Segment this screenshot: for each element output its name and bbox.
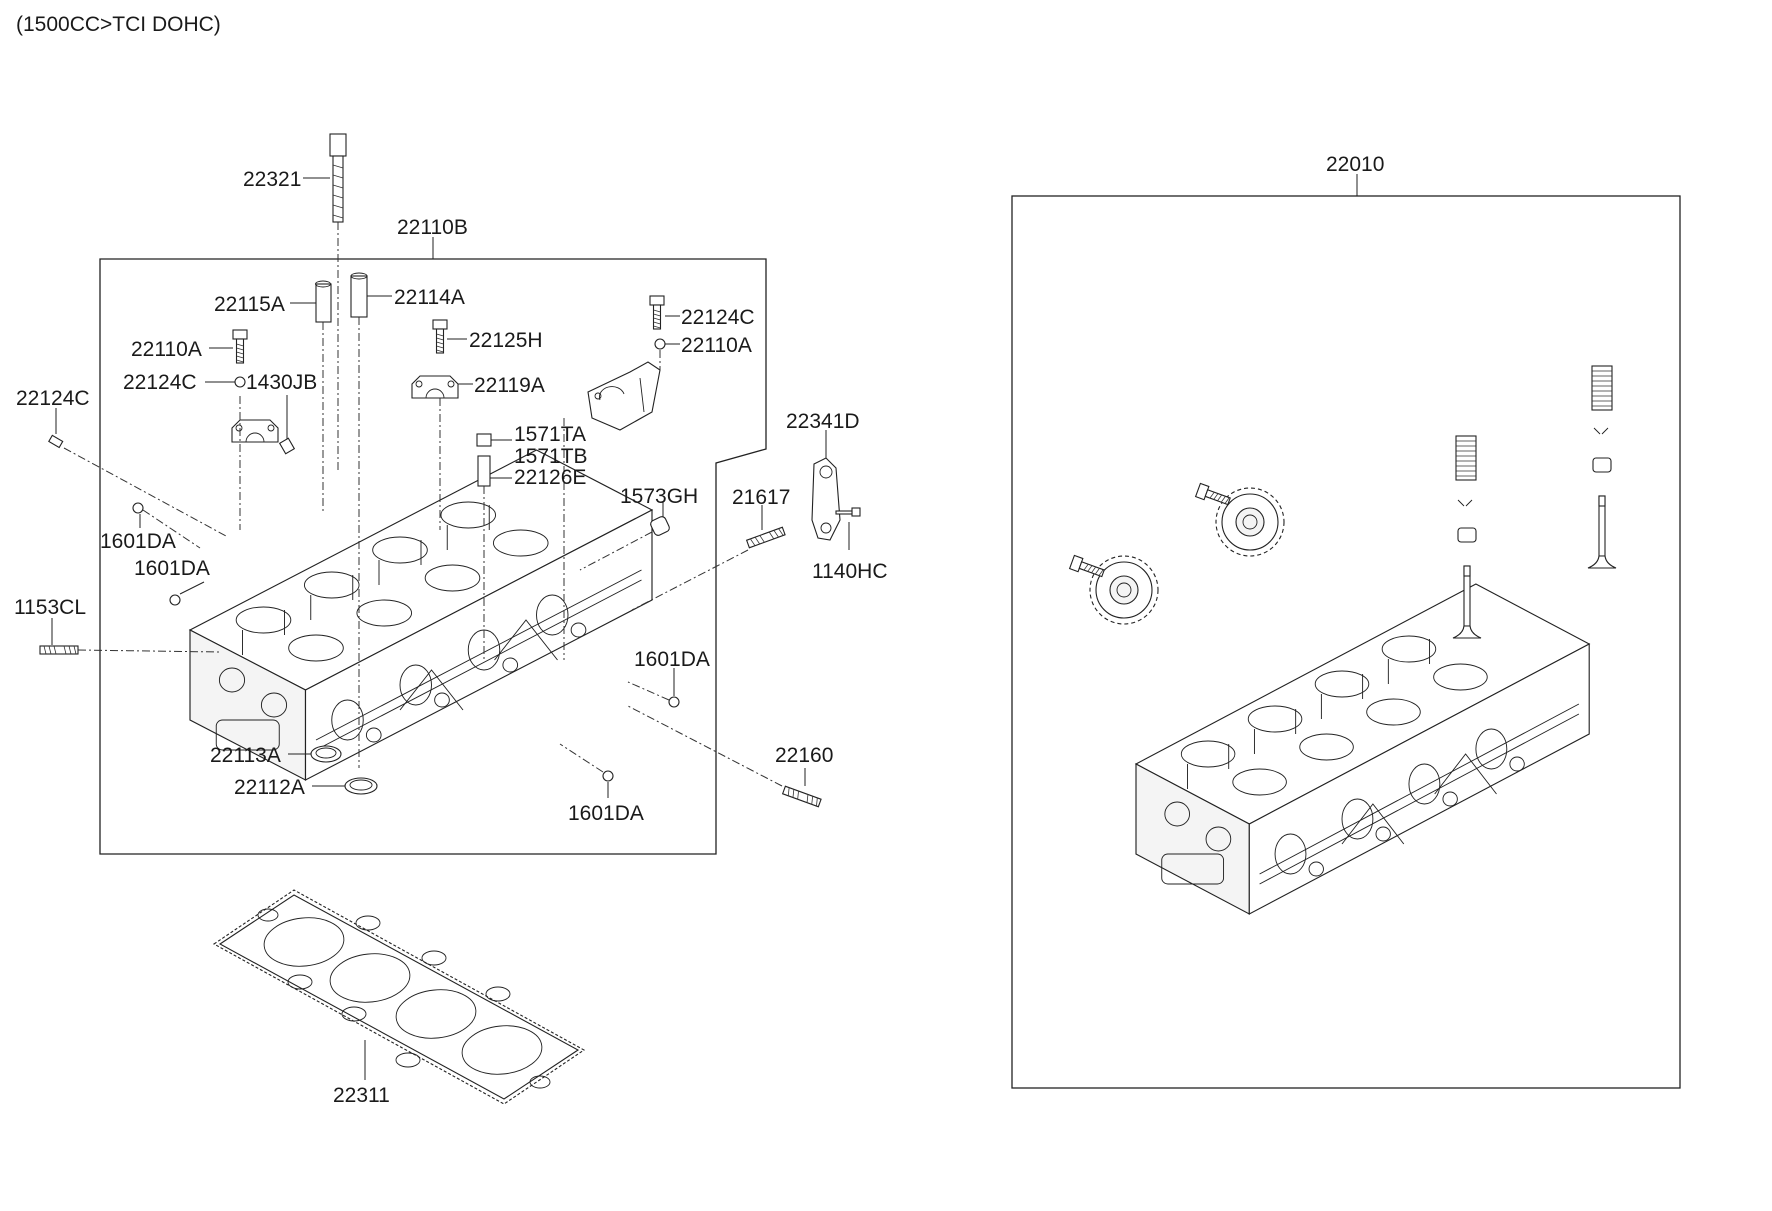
part-label-22115A: 22115A: [214, 293, 285, 316]
dowel-22114A: [350, 272, 368, 768]
part-label-1571TA: 1571TA: [514, 423, 586, 446]
camshaft-sprocket-lower: [1089, 555, 1159, 625]
part-label-22110A-right: 22110A: [681, 334, 752, 357]
sprocket-bolt-upper: [1195, 482, 1232, 509]
part-label-1153CL: 1153CL: [14, 596, 86, 619]
stud-22160: [782, 785, 822, 808]
part-label-1601DA-a: 1601DA: [100, 530, 176, 553]
part-label-1601DA-c: 1601DA: [634, 648, 710, 671]
seal-22112A: [344, 777, 378, 795]
complete-assembly-frame: [1011, 195, 1681, 1089]
part-label-22321: 22321: [243, 168, 301, 191]
head-bolt-22321: [329, 133, 347, 470]
valve-retainer-right: [1592, 457, 1612, 473]
complete-cylinder-head-drawing: [1135, 583, 1590, 915]
assembly-label-22010: 22010: [1326, 153, 1384, 176]
part-label-1430JB: 1430JB: [246, 371, 317, 394]
part-label-22341D: 22341D: [786, 410, 860, 433]
valve-retainer-middle: [1457, 527, 1477, 543]
part-label-22124C-inner: 22124C: [123, 371, 197, 394]
part-label-1573GH: 1573GH: [620, 485, 698, 508]
bolt-1140HC: [835, 507, 861, 517]
cylinder-head-drawing: [189, 449, 653, 781]
stud-21617: [746, 526, 786, 549]
part-label-22114A: 22114A: [394, 286, 465, 309]
part-label-22124C-outer: 22124C: [16, 387, 90, 410]
plug-22124C-outer: [48, 434, 64, 449]
valve-right: [1587, 495, 1617, 569]
valve-spring-middle: [1455, 435, 1477, 481]
plug-1573GH: [650, 516, 670, 536]
part-label-22119A: 22119A: [474, 374, 545, 397]
part-label-22311: 22311: [333, 1084, 390, 1107]
part-label-22160: 22160: [775, 744, 833, 767]
bearing-cap-22119A: [411, 375, 459, 399]
valve-keeper-right: [1593, 427, 1609, 435]
plug-1571TA: [476, 433, 492, 447]
cap-bolt-22124C-right: [649, 295, 665, 330]
part-label-22113A: 22113A: [210, 744, 281, 767]
head-assembly-frame: [99, 258, 767, 855]
dowel-22115A: [315, 280, 332, 512]
part-label-22125H: 22125H: [469, 329, 543, 352]
part-label-22126E: 22126E: [514, 466, 586, 489]
part-label-1601DA-b: 1601DA: [134, 557, 210, 580]
engine-spec-title: (1500CC>TCI DOHC): [16, 13, 221, 36]
cap-bolt-22125H: [432, 319, 448, 354]
valve-keeper-middle: [1457, 499, 1473, 507]
stud-1153CL: [39, 645, 79, 655]
part-label-21617: 21617: [732, 486, 790, 509]
assembly-label-22110B: 22110B: [397, 216, 468, 239]
part-label-22124C-right: 22124C: [681, 306, 755, 329]
cap-bolt-22110A-left: [232, 329, 248, 364]
part-label-1601DA-d: 1601DA: [568, 802, 644, 825]
front-bearing-cap: [587, 361, 661, 431]
part-label-1571TB: 1571TB: [514, 445, 588, 468]
hanger-bracket-22341D: [811, 457, 841, 541]
part-label-22110A-left: 22110A: [131, 338, 202, 361]
bearing-cap-left: [231, 419, 279, 443]
head-gasket-22311: [212, 889, 586, 1105]
part-label-1140HC: 1140HC: [812, 560, 888, 583]
seal-22113A: [310, 745, 342, 763]
part-label-22112A: 22112A: [234, 776, 305, 799]
dowel-22126E: [477, 455, 491, 487]
valve-spring-right: [1591, 365, 1613, 411]
